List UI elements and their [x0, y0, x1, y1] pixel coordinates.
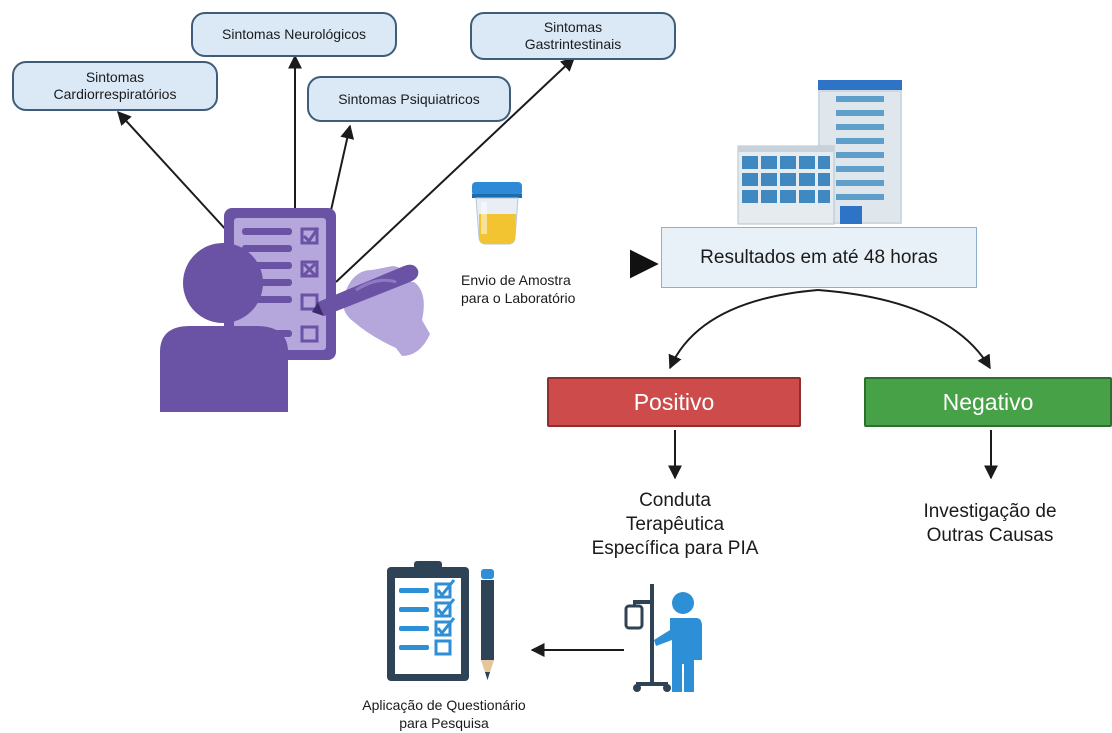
- sample-label-line-2: para o Laboratório: [461, 290, 576, 306]
- cardio-line-1: Sintomas: [85, 69, 145, 85]
- questionnaire-label-line-1: Aplicação de Questionário: [362, 697, 526, 713]
- negative-action-line-2: Outras Causas: [926, 525, 1054, 546]
- results-box: Resultados em até 48 horas: [661, 227, 977, 288]
- doctor-icon: [160, 208, 430, 412]
- negative-box: Negativo: [864, 377, 1112, 427]
- arrow-gastro: [335, 57, 576, 283]
- symptom-neurological: Sintomas Neurológicos: [191, 12, 397, 57]
- patient-iv-icon: [624, 584, 702, 692]
- gastro-line-1: Sintomas: [543, 19, 603, 35]
- sample-cup-icon: [472, 182, 522, 245]
- positive-action: Conduta Terapêutica Específica para PIA: [565, 489, 785, 561]
- writing-hand-icon: [312, 264, 430, 356]
- cardio-line-2: Cardiorrespiratórios: [53, 86, 177, 102]
- positive-action-line-3: Específica para PIA: [591, 538, 759, 559]
- symptom-cardiorespiratory: Sintomas Cardiorrespiratórios: [12, 61, 218, 111]
- positive-action-line-2: Terapêutica: [625, 514, 725, 535]
- negative-action-line-1: Investigação de: [923, 501, 1057, 522]
- sample-label: Envio de Amostra para o Laboratório: [461, 271, 575, 307]
- questionnaire-label: Aplicação de Questionário para Pesquisa: [322, 696, 566, 732]
- psych-line-1: Sintomas Psiquiatricos: [338, 90, 480, 107]
- symptom-gastrointestinal: Sintomas Gastrintestinais: [470, 12, 676, 60]
- neuro-line-1: Sintomas Neurológicos: [222, 26, 366, 42]
- negative-label: Negativo: [942, 388, 1034, 415]
- doctor-head: [183, 243, 263, 323]
- arrow-cardio: [117, 110, 229, 233]
- results-label: Resultados em até 48 horas: [700, 246, 938, 268]
- symptom-psychiatric: Sintomas Psiquiatricos: [307, 76, 511, 122]
- positive-action-line-1: Conduta: [639, 490, 711, 511]
- pencil-icon: [481, 569, 494, 680]
- positive-box: Positivo: [547, 377, 801, 427]
- gastro-line-2: Gastrintestinais: [524, 36, 622, 52]
- positive-label: Positivo: [633, 388, 715, 415]
- questionnaire-label-line-2: para Pesquisa: [399, 715, 489, 731]
- hospital-icon: [737, 80, 902, 225]
- result-arrows: [530, 289, 998, 657]
- doctor-body: [160, 326, 288, 412]
- questionnaire-icon: [387, 561, 494, 681]
- sample-label-line-1: Envio de Amostra: [461, 272, 571, 288]
- negative-action: Investigação de Outras Causas: [890, 500, 1090, 548]
